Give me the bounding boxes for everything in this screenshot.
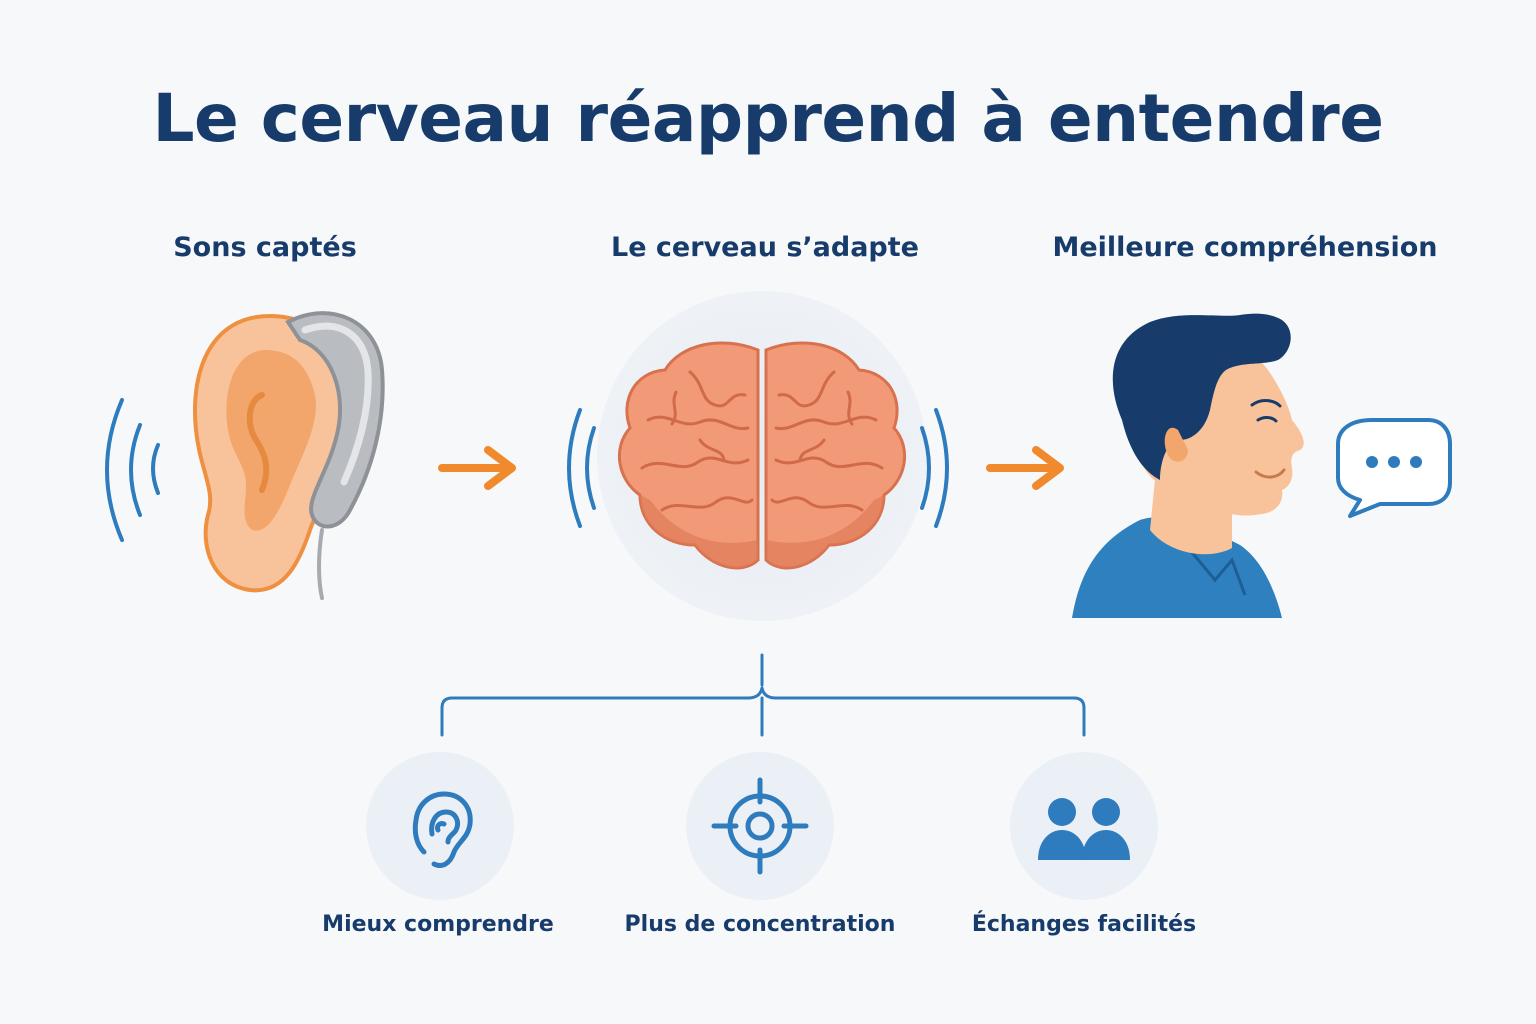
step-label-brain: Le cerveau s’adapte xyxy=(611,232,919,263)
benefit-label-understand: Mieux comprendre xyxy=(322,912,554,937)
people-icon xyxy=(1038,798,1130,860)
step-label-sounds: Sons captés xyxy=(173,232,357,263)
ear-icon xyxy=(412,791,473,868)
page-title: Le cerveau réapprend à entendre xyxy=(152,80,1385,157)
benefit-label-exchanges: Échanges facilités xyxy=(971,912,1197,937)
benefit-target-circle xyxy=(686,752,834,900)
benefit-label-concentration: Plus de concentration xyxy=(624,912,896,937)
arrow-right-icon xyxy=(986,446,1064,490)
person-profile-icon xyxy=(1072,313,1304,618)
arrow-right-icon xyxy=(438,446,516,490)
step-label-understanding: Meilleure compréhension xyxy=(1052,232,1438,263)
benefit-ear-circle xyxy=(366,752,514,900)
ear-with-hearing-aid-icon xyxy=(105,311,385,600)
connector-bracket xyxy=(440,653,1086,737)
benefit-people-circle xyxy=(1010,752,1158,900)
target-icon xyxy=(711,777,809,875)
sound-waves-left-icon xyxy=(105,398,160,542)
speech-bubble-icon xyxy=(1336,418,1452,518)
sound-waves-brain-icon xyxy=(567,408,949,528)
brain-icon xyxy=(567,291,949,621)
